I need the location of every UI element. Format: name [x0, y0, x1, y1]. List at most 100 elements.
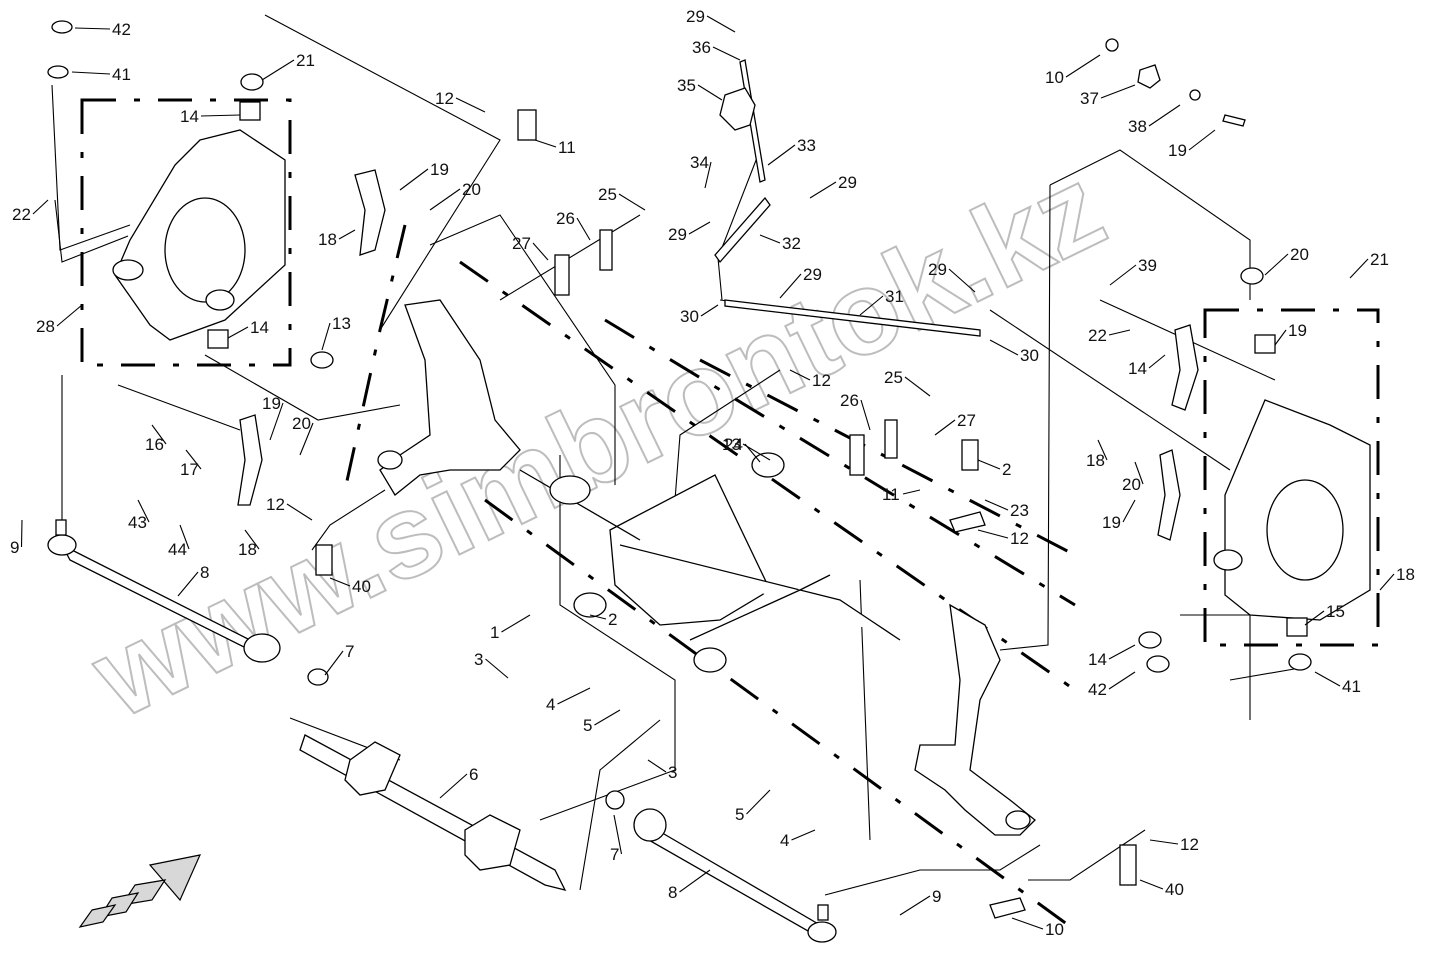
callout-number: 41 — [1342, 677, 1361, 696]
callout-leader — [399, 168, 429, 191]
callout-number: 33 — [797, 136, 816, 155]
callout-11: 11 — [882, 485, 921, 504]
callout-39: 39 — [1109, 256, 1157, 286]
callout-leader — [32, 199, 49, 215]
callout-leader — [589, 614, 607, 620]
callout-29: 29 — [668, 221, 711, 244]
shims-and-bushings — [47, 20, 1312, 919]
leader-lines — [51, 14, 1301, 896]
callout-leader — [429, 188, 461, 211]
callout-leader — [742, 443, 771, 461]
callout-31: 31 — [859, 287, 904, 316]
callout-leader — [1314, 671, 1341, 687]
callout-11: 11 — [534, 138, 576, 157]
callout-number: 19 — [1168, 141, 1187, 160]
callout-number: 6 — [469, 765, 478, 784]
callout-leader — [647, 759, 667, 773]
callout-leader — [1379, 573, 1395, 591]
callout-number: 29 — [686, 7, 705, 26]
callout-25: 25 — [884, 368, 931, 397]
callout-19: 19 — [1102, 499, 1136, 532]
callout-14: 14 — [227, 318, 269, 339]
callout-number: 8 — [668, 883, 677, 902]
callout-32: 32 — [759, 234, 801, 253]
callout-number: 29 — [803, 265, 822, 284]
callout-leader — [1264, 253, 1289, 276]
callout-10: 10 — [1045, 54, 1101, 87]
callout-leader — [324, 650, 344, 676]
callout-number: 29 — [838, 173, 857, 192]
right-tie-rod — [605, 790, 837, 943]
callout-34: 34 — [690, 153, 712, 189]
callout-40: 40 — [1139, 879, 1184, 899]
callout-leader — [767, 144, 796, 166]
callout-26: 26 — [840, 391, 871, 431]
callout-leader — [179, 524, 190, 550]
callout-number: 44 — [168, 540, 187, 559]
callout-leader — [20, 519, 23, 548]
right-steering-bracket — [1213, 399, 1371, 621]
callout-1: 1 — [490, 614, 531, 642]
callout-number: 13 — [332, 314, 351, 333]
callout-12: 12 — [977, 529, 1029, 548]
callout-leader — [1097, 439, 1108, 461]
callout-leader — [244, 529, 260, 550]
callout-number: 17 — [180, 460, 199, 479]
callout-number: 40 — [352, 577, 371, 596]
callout-27: 27 — [934, 411, 976, 436]
callout-44: 44 — [168, 524, 190, 559]
callout-number: 10 — [1045, 68, 1064, 87]
callout-leader — [557, 687, 591, 705]
callout-21: 21 — [261, 51, 315, 81]
callout-19: 19 — [262, 394, 284, 441]
callout-29: 29 — [928, 260, 976, 293]
callout-number: 4 — [780, 831, 789, 850]
callout-12: 12 — [1149, 835, 1199, 854]
callout-17: 17 — [180, 449, 202, 479]
callout-leader — [151, 424, 167, 445]
callout-13: 13 — [722, 435, 771, 461]
callout-20: 20 — [1264, 245, 1309, 276]
callout-10: 10 — [1011, 917, 1064, 939]
callout-leader — [704, 161, 712, 189]
callout-leader — [1108, 329, 1131, 336]
callout-number: 32 — [782, 234, 801, 253]
callout-23: 23 — [984, 499, 1029, 520]
callout-leader — [1122, 499, 1136, 523]
callout-leader — [679, 869, 711, 893]
callout-number: 11 — [882, 485, 900, 504]
callout-28: 28 — [36, 304, 83, 336]
callout-number: 12 — [435, 89, 454, 108]
callout-18: 18 — [318, 229, 356, 249]
callout-leader — [286, 503, 313, 521]
callout-30: 30 — [989, 339, 1039, 365]
callout-leader — [712, 46, 741, 61]
callout-leader — [1134, 461, 1144, 485]
callout-leader — [859, 295, 884, 316]
callout-number: 8 — [200, 563, 209, 582]
callout-3: 3 — [474, 650, 509, 679]
callout-leader — [700, 304, 719, 317]
callout-33: 33 — [767, 136, 816, 166]
left-tie-rod — [47, 519, 329, 686]
callout-leader — [532, 242, 549, 261]
callout-number: 2 — [1002, 460, 1011, 479]
callout-number: 13 — [722, 435, 741, 454]
callout-3: 3 — [647, 759, 677, 782]
callout-20: 20 — [429, 180, 481, 211]
callout-2: 2 — [977, 459, 1011, 479]
callout-number: 5 — [583, 716, 592, 735]
callout-9: 9 — [10, 519, 23, 557]
callout-leader — [576, 217, 591, 241]
callout-42: 42 — [1088, 671, 1136, 699]
callout-leader — [902, 489, 921, 495]
callout-leader — [1108, 644, 1136, 660]
callout-number: 21 — [1370, 250, 1389, 269]
callout-number: 25 — [884, 368, 903, 387]
callout-22: 22 — [12, 199, 49, 224]
callout-40: 40 — [329, 577, 371, 596]
callout-number: 10 — [1045, 920, 1064, 939]
callout-number: 18 — [238, 540, 257, 559]
callout-number: 25 — [598, 185, 617, 204]
callout-8: 8 — [177, 563, 209, 597]
